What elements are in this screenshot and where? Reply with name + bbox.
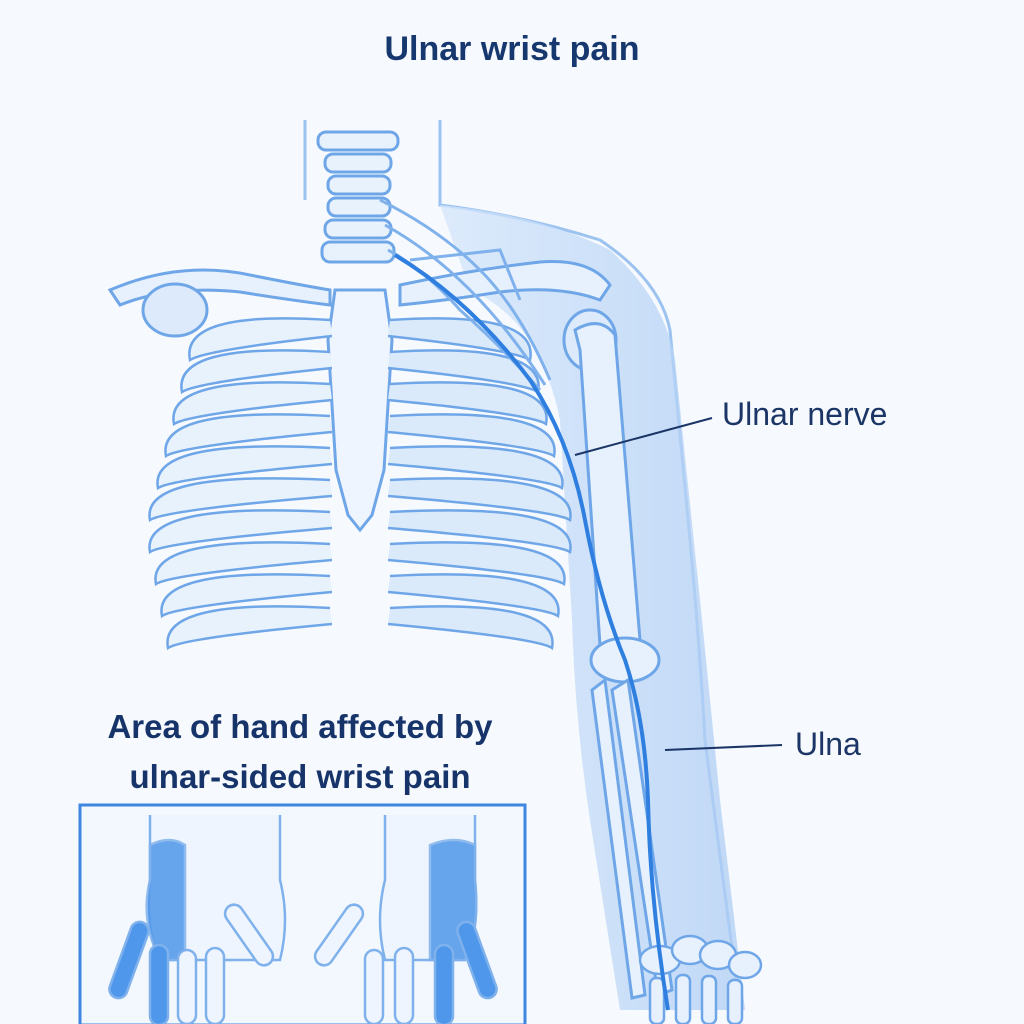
brachial-plexus bbox=[379, 198, 552, 391]
sternum bbox=[326, 288, 394, 533]
inset-heading-line-2: ulnar-sided wrist pain bbox=[129, 758, 471, 795]
rib-right bbox=[387, 541, 566, 587]
inset-heading: Area of hand affected by ulnar-sided wri… bbox=[60, 702, 540, 802]
rib-left bbox=[188, 317, 333, 363]
rib-right bbox=[387, 477, 572, 523]
rib-left bbox=[148, 477, 333, 523]
page-title: Ulnar wrist pain bbox=[384, 30, 640, 68]
ulna-leader bbox=[664, 744, 783, 751]
ulnar-nerve bbox=[393, 253, 670, 1011]
rib-cage bbox=[148, 317, 572, 651]
cervical-spine bbox=[316, 130, 400, 264]
rib-right bbox=[387, 445, 564, 491]
rib-left bbox=[154, 541, 333, 587]
rib-left bbox=[164, 413, 333, 459]
rib-left bbox=[156, 445, 333, 491]
rib-right bbox=[387, 605, 554, 651]
left-affected-area bbox=[145, 838, 187, 962]
ulnar-nerve-leader bbox=[574, 417, 713, 456]
rib-left bbox=[148, 509, 333, 555]
label-ulna: Ulna bbox=[795, 726, 861, 762]
hand-bones bbox=[638, 934, 763, 1024]
inset-heading-line-1: Area of hand affected by bbox=[107, 708, 493, 745]
rib-left bbox=[160, 573, 333, 619]
rib-left bbox=[172, 381, 333, 427]
left-hand-diagram bbox=[108, 815, 287, 1024]
rib-right bbox=[387, 509, 572, 555]
rib-right bbox=[387, 381, 548, 427]
label-ulnar-nerve: Ulnar nerve bbox=[722, 396, 888, 432]
rib-left bbox=[180, 349, 333, 395]
rib-right bbox=[387, 573, 560, 619]
right-hand-diagram bbox=[313, 815, 498, 1024]
rib-left bbox=[166, 605, 333, 651]
rib-right bbox=[387, 413, 556, 459]
arm-silhouette bbox=[440, 205, 745, 1010]
